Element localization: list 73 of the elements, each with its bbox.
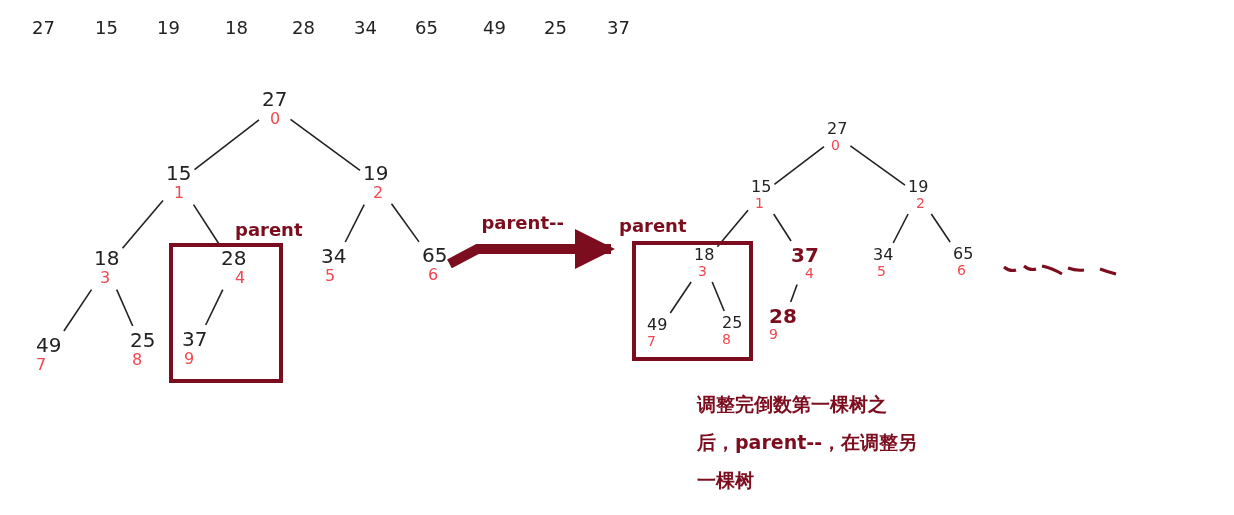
index-number: 2 (373, 184, 384, 202)
edge-label: parent-- (481, 213, 564, 233)
node-value: 15 (166, 162, 192, 184)
index-number: 8 (132, 351, 143, 369)
node-value: 27 (262, 88, 288, 110)
array-value: 15 (95, 18, 118, 38)
tree-branch-line (716, 209, 749, 248)
node-value: 15 (751, 178, 772, 196)
tree-branch-line (289, 118, 361, 172)
node-value: 25 (722, 314, 743, 332)
array-value: 25 (544, 18, 567, 38)
node-value: 18 (94, 247, 120, 269)
tree-branch-line (773, 145, 825, 186)
array-value: 34 (354, 18, 377, 38)
index-number: 5 (325, 267, 336, 285)
node-value: 49 (647, 316, 668, 334)
index-number: 4 (805, 266, 814, 282)
index-number: 1 (755, 195, 764, 211)
node-value: 28 (769, 305, 797, 327)
index-number: 3 (100, 269, 111, 287)
array-value: 65 (415, 18, 438, 38)
tree-branch-line (789, 283, 798, 303)
tree-branch-line (63, 288, 93, 332)
array-value: 27 (32, 18, 55, 38)
node-value: 19 (908, 178, 929, 196)
node-value: 65 (422, 244, 448, 266)
node-value: 18 (694, 246, 715, 264)
tree-branch-line (115, 288, 134, 327)
arrow (447, 229, 615, 269)
note-text: 调整完倒数第一棵树之后，parent--，在调整另一棵树 (697, 392, 919, 493)
tree-branch-line (892, 213, 909, 244)
tree-branch-line (192, 203, 220, 245)
array-value: 19 (157, 18, 180, 38)
index-number: 5 (877, 263, 886, 279)
node-label: parent (235, 220, 303, 240)
index-number: 4 (235, 269, 246, 287)
node-value: 34 (873, 246, 894, 264)
index-number: 3 (698, 263, 707, 279)
index-number: 9 (769, 327, 778, 343)
node-label: parent (619, 216, 687, 236)
index-number: 0 (831, 137, 840, 153)
node-value: 27 (827, 120, 848, 138)
array-value: 28 (292, 18, 315, 38)
index-number: 7 (647, 333, 656, 349)
array-value: 37 (607, 18, 630, 38)
tree-branch-line (930, 213, 951, 243)
tree-branch-line (772, 213, 792, 242)
tree-branch-line (849, 145, 906, 186)
tree-branch-line (390, 202, 420, 243)
tree-branch-line (204, 288, 224, 326)
node-value: 34 (321, 245, 347, 267)
array-value: 49 (483, 18, 506, 38)
array-value: 18 (225, 18, 248, 38)
index-number: 6 (428, 266, 439, 284)
tree-branch-line (711, 281, 725, 312)
index-number: 1 (174, 184, 185, 202)
node-value: 49 (36, 334, 62, 356)
tree-branch-line (193, 119, 260, 171)
index-number: 2 (916, 195, 925, 211)
index-number: 6 (957, 262, 966, 278)
index-number: 0 (270, 110, 281, 128)
node-value: 25 (130, 329, 156, 351)
index-number: 7 (36, 356, 47, 374)
node-value: 28 (221, 247, 247, 269)
node-value: 19 (363, 162, 389, 184)
node-value: 37 (791, 244, 819, 266)
tree-branch-line (121, 199, 164, 249)
tree-branch-line (669, 281, 692, 314)
index-number: 9 (184, 350, 195, 368)
index-number: 8 (722, 331, 731, 347)
node-value: 37 (182, 328, 208, 350)
node-value: 65 (953, 245, 974, 263)
tree-branch-line (344, 203, 365, 243)
